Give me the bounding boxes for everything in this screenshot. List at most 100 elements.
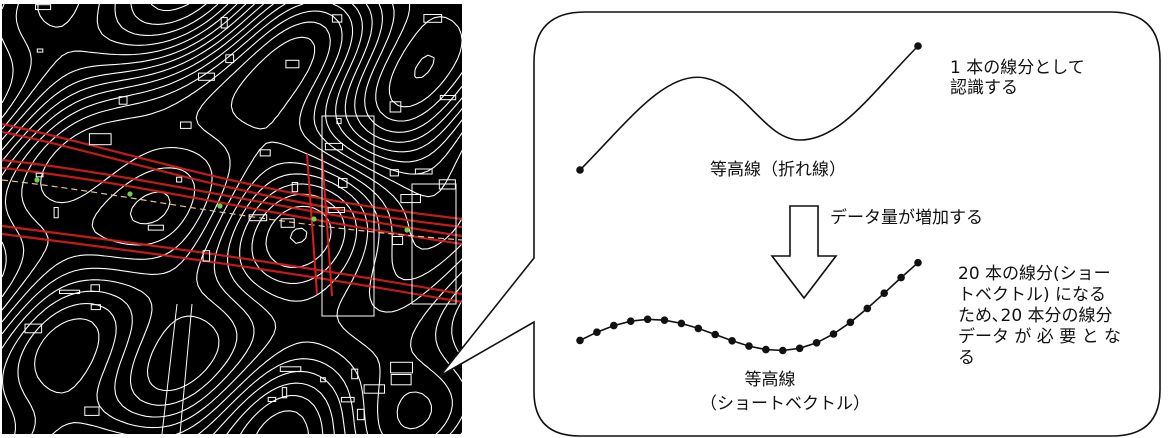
map-symbol: [336, 118, 342, 125]
single-line-end-vertex: [914, 42, 922, 50]
map-symbol: [340, 396, 355, 403]
map-symbol: [389, 101, 402, 113]
vertex-dot-icon: [711, 330, 719, 339]
map-symbol: [331, 14, 343, 23]
short-vector-caption-line1: 等高線: [744, 370, 796, 390]
map-marker: [34, 177, 40, 183]
map-symbol: [338, 178, 348, 188]
map-symbol: [351, 368, 359, 380]
vertex-dot-icon: [593, 328, 601, 337]
map-symbol: [281, 387, 288, 399]
map-symbol: [414, 168, 433, 175]
map-symbol: [267, 396, 277, 402]
map-symbol: [225, 54, 235, 64]
map-symbol: [390, 361, 414, 374]
vertex-dot-icon: [626, 317, 635, 326]
short-vector-caption-line2: （ショートベクトル）: [700, 394, 870, 414]
road-line: [2, 158, 462, 238]
map-symbol: [118, 96, 128, 105]
road-line: [2, 130, 462, 229]
map-symbol: [280, 218, 295, 228]
down-arrow-icon: [770, 205, 838, 300]
vertex-dot-icon: [762, 345, 770, 354]
vertex-dot-icon: [880, 289, 888, 298]
map-symbol: [84, 406, 100, 416]
single-line-start-vertex: [576, 166, 584, 174]
map-symbol: [35, 4, 52, 11]
short-vector-note: 20 本の線分(ショー トベクトル) になる ため､20 本分の線分 データ が…: [958, 264, 1122, 368]
map-symbol: [176, 176, 183, 183]
vertex-dot-icon: [829, 330, 838, 338]
map-symbol: [198, 72, 215, 81]
map-symbol: [88, 133, 112, 146]
map-contour-lines: [2, 4, 462, 434]
map-symbol: [400, 194, 421, 204]
map-symbol: [389, 169, 399, 177]
vertex-dot-icon: [846, 318, 855, 327]
map-symbol: [285, 59, 300, 69]
polyline-caption: 等高線（折れ線）: [710, 160, 846, 180]
vertex-dot-icon: [728, 337, 736, 345]
map-symbol: [53, 207, 59, 219]
single-segment-contour-line: [579, 45, 919, 171]
map-symbol: [35, 172, 44, 178]
vertex-dot-icon: [897, 273, 905, 282]
map-symbol: [320, 377, 326, 383]
vertex-dot-icon: [610, 321, 618, 330]
map-road-band: [2, 122, 462, 304]
single-segment-note: 1 本の線分として 認識する: [950, 58, 1085, 98]
data-increase-label: データ量が増加する: [830, 208, 983, 228]
map-building-block: [411, 183, 457, 305]
vertex-dot-icon: [643, 315, 652, 324]
map-marker: [311, 216, 317, 222]
map-symbol: [248, 214, 268, 222]
map-symbol: [24, 323, 43, 334]
map-symbol: [180, 121, 192, 129]
vertex-dot-icon: [812, 339, 821, 347]
map-symbol: [59, 289, 81, 295]
map-symbol: [391, 236, 404, 245]
map-symbol: [90, 304, 101, 311]
map-symbol: [291, 182, 299, 193]
map-symbol: [279, 366, 302, 372]
vertex-dot-icon: [576, 336, 584, 345]
vertex-dot-icon: [914, 258, 922, 267]
vertex-dot-icon: [779, 346, 787, 355]
map-symbol: [36, 48, 44, 53]
vertex-dot-icon: [694, 324, 703, 333]
road-line: [2, 122, 462, 221]
map-symbol: [202, 250, 211, 262]
map-symbol: [363, 384, 386, 394]
map-symbol: [356, 408, 365, 421]
road-line: [2, 166, 462, 246]
contour-map: [2, 4, 462, 434]
map-marker: [217, 203, 223, 209]
map-symbol: [327, 207, 346, 214]
map-symbol: [259, 149, 271, 157]
map-symbol: [324, 142, 343, 151]
map-symbol: [390, 374, 412, 386]
map-markers: [34, 177, 410, 233]
map-symbol: [439, 95, 457, 101]
road-centerline: [2, 179, 462, 241]
map-symbol: [220, 17, 228, 29]
map-building-block: [321, 115, 375, 317]
vertex-dot-icon: [677, 319, 686, 328]
map-marker: [127, 191, 133, 197]
map-background: [2, 4, 462, 434]
map-structures: [24, 4, 457, 434]
vertex-dot-icon: [660, 316, 669, 325]
short-vector-vertices: [576, 258, 922, 355]
map-symbol: [423, 14, 443, 23]
vertex-dot-icon: [795, 344, 804, 353]
vertex-dot-icon: [863, 304, 872, 313]
map-symbol: [147, 224, 164, 231]
vertex-dot-icon: [745, 342, 753, 350]
bridge-line: [306, 153, 318, 295]
bridge-line: [321, 153, 333, 297]
map-marker: [404, 227, 410, 233]
road-line: [2, 232, 462, 304]
map-symbol: [90, 284, 100, 292]
contour-paths: [2, 4, 462, 434]
